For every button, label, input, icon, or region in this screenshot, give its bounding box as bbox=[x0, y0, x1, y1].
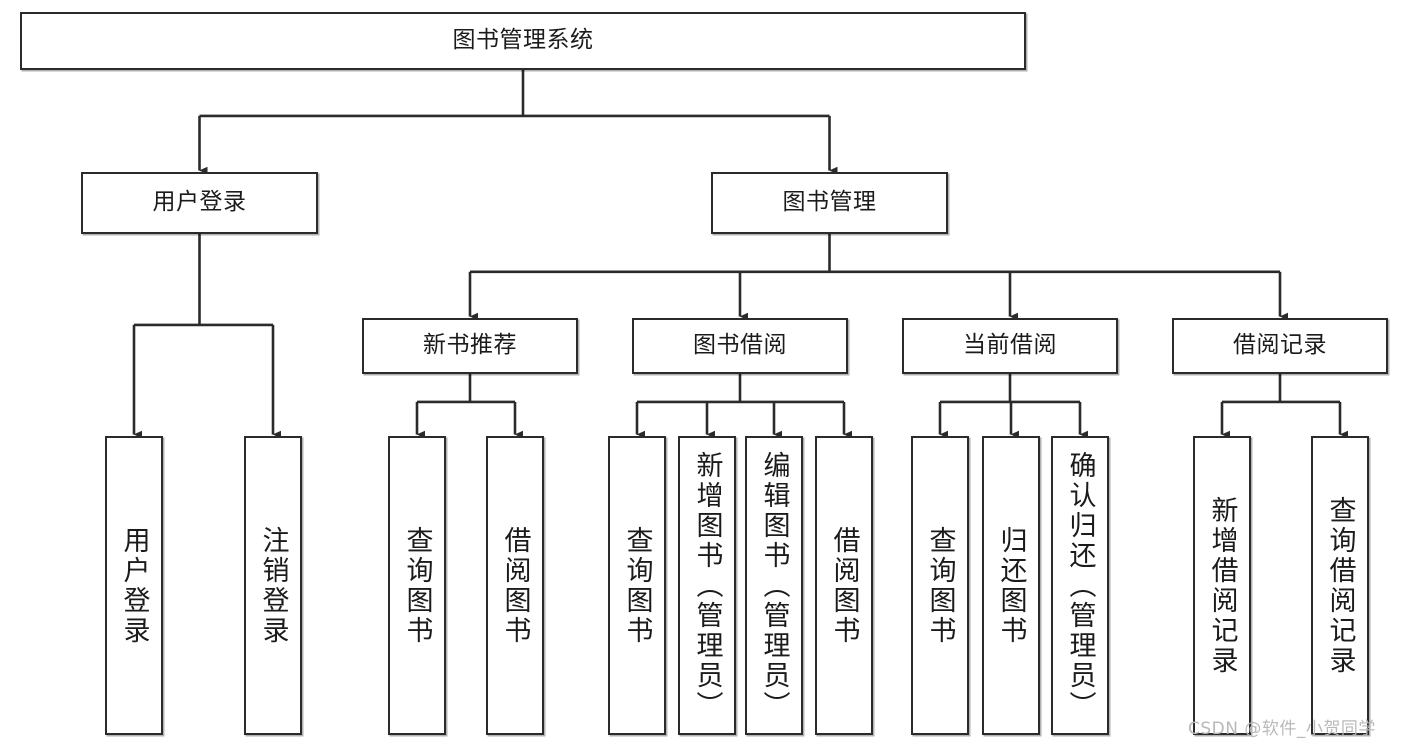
node-borrow-record[interactable]: 借阅记录 bbox=[1172, 318, 1388, 374]
node-leaf-borrow-book-2[interactable]: 借阅图书 bbox=[815, 436, 873, 735]
node-book-manage[interactable]: 图书管理 bbox=[711, 172, 948, 234]
node-leaf-query-book-3[interactable]: 查询图书 bbox=[911, 436, 969, 735]
node-leaf-add-book[interactable]: 新增图书（管理员） bbox=[678, 436, 736, 735]
node-leaf-query-book-1[interactable]: 查询图书 bbox=[388, 436, 446, 735]
node-label-leaf-borrow-book-2: 借阅图书 bbox=[828, 525, 860, 646]
node-root[interactable]: 图书管理系统 bbox=[20, 12, 1026, 70]
node-leaf-query-record[interactable]: 查询借阅记录 bbox=[1311, 436, 1369, 735]
node-label-root: 图书管理系统 bbox=[452, 27, 594, 54]
node-leaf-confirm-return[interactable]: 确认归还（管理员） bbox=[1051, 436, 1109, 735]
node-label-leaf-query-book-3: 查询图书 bbox=[924, 525, 956, 646]
node-label-leaf-edit-book: 编辑图书（管理员） bbox=[758, 450, 790, 721]
node-label-leaf-return-book: 归还图书 bbox=[995, 525, 1027, 646]
node-label-leaf-query-book-1: 查询图书 bbox=[401, 525, 433, 646]
node-leaf-borrow-book-1[interactable]: 借阅图书 bbox=[486, 436, 544, 735]
node-leaf-add-record[interactable]: 新增借阅记录 bbox=[1193, 436, 1251, 735]
node-new-book-rec[interactable]: 新书推荐 bbox=[362, 318, 578, 374]
node-label-leaf-logout: 注销登录 bbox=[257, 525, 289, 646]
node-label-leaf-borrow-book-1: 借阅图书 bbox=[499, 525, 531, 646]
node-label-book-manage: 图书管理 bbox=[782, 189, 877, 216]
node-leaf-return-book[interactable]: 归还图书 bbox=[982, 436, 1040, 735]
node-label-leaf-confirm-return: 确认归还（管理员） bbox=[1064, 450, 1096, 721]
node-label-leaf-add-book: 新增图书（管理员） bbox=[691, 450, 723, 721]
node-label-new-book-rec: 新书推荐 bbox=[423, 332, 517, 359]
node-current-borrow[interactable]: 当前借阅 bbox=[902, 318, 1118, 374]
node-label-user-login: 用户登录 bbox=[152, 189, 247, 216]
node-label-leaf-add-record: 新增借阅记录 bbox=[1206, 495, 1238, 676]
node-label-leaf-user-login: 用户登录 bbox=[118, 525, 150, 646]
node-label-borrow-record: 借阅记录 bbox=[1233, 332, 1327, 359]
node-book-borrow[interactable]: 图书借阅 bbox=[632, 318, 848, 374]
node-leaf-query-book-2[interactable]: 查询图书 bbox=[608, 436, 666, 735]
node-leaf-edit-book[interactable]: 编辑图书（管理员） bbox=[745, 436, 803, 735]
node-label-book-borrow: 图书借阅 bbox=[693, 332, 787, 359]
node-leaf-logout[interactable]: 注销登录 bbox=[244, 436, 302, 735]
node-label-current-borrow: 当前借阅 bbox=[963, 332, 1057, 359]
node-user-login[interactable]: 用户登录 bbox=[81, 172, 318, 234]
connector-group bbox=[132, 70, 1349, 439]
node-leaf-user-login[interactable]: 用户登录 bbox=[105, 436, 163, 735]
node-label-leaf-query-record: 查询借阅记录 bbox=[1324, 495, 1356, 676]
node-label-leaf-query-book-2: 查询图书 bbox=[621, 525, 653, 646]
